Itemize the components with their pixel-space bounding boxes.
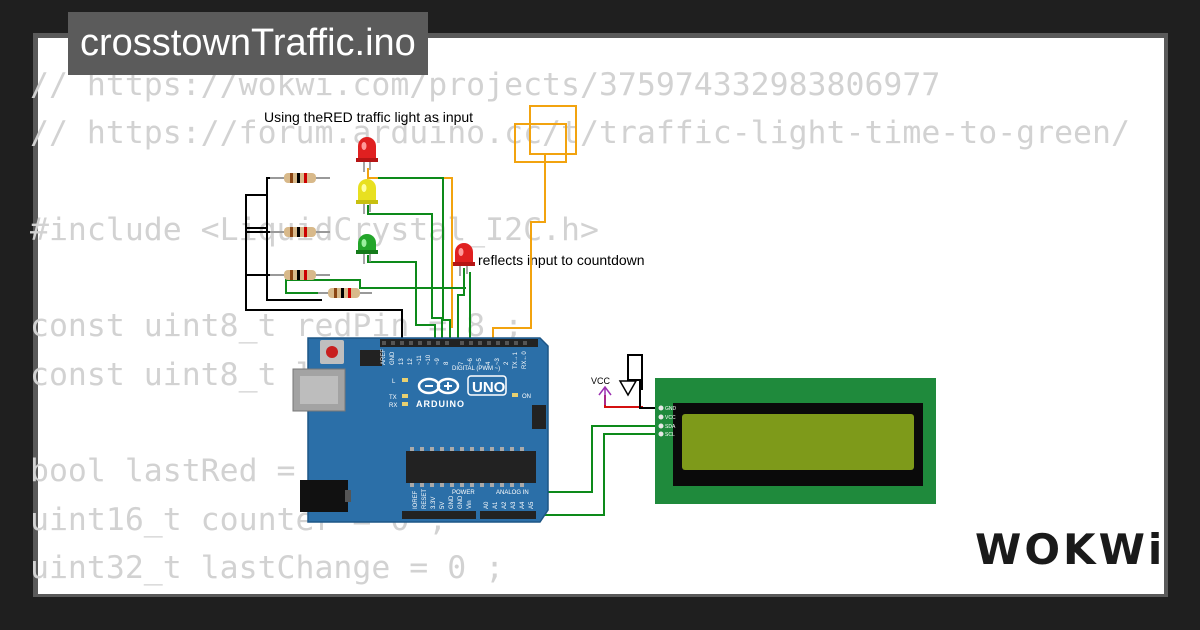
pin-label: A0 bbox=[484, 501, 490, 509]
digital-label: DIGITAL (PWM ~) bbox=[452, 366, 500, 372]
input-wires bbox=[367, 105, 577, 343]
pin-label: RESET bbox=[422, 489, 428, 509]
board-model: UNO bbox=[472, 379, 506, 396]
arduino-logo-icon bbox=[417, 377, 460, 395]
led-label: L bbox=[392, 379, 396, 385]
led-red-output[interactable] bbox=[453, 243, 475, 276]
pin-label: SDA bbox=[665, 424, 676, 430]
microcontroller-chip bbox=[406, 451, 536, 483]
code-line: const uint8_t redPin = 8 ; bbox=[30, 308, 524, 345]
led-yellow[interactable] bbox=[356, 179, 378, 214]
pin-label: 7 bbox=[459, 361, 465, 365]
page-title: crosstownTraffic.ino bbox=[68, 12, 428, 75]
pin-label: GND bbox=[458, 495, 464, 509]
vcc-symbol: VCC bbox=[591, 376, 612, 405]
resistor[interactable] bbox=[270, 173, 330, 183]
pin-label: A3 bbox=[511, 501, 517, 509]
ground-wires bbox=[245, 177, 403, 338]
code-line: uint32_t lastChange = 0 ; bbox=[30, 549, 505, 586]
resistor[interactable] bbox=[318, 288, 372, 298]
power-header bbox=[402, 511, 476, 519]
analog-pin-labels: A0 A1 A2 A3 A4 A5 bbox=[484, 501, 535, 509]
pin-label: 8 bbox=[444, 361, 450, 365]
pin-label: A1 bbox=[493, 501, 499, 509]
led-wires bbox=[285, 177, 471, 342]
pin-label: 12 bbox=[408, 358, 414, 365]
wokwi-logo: WOKWi bbox=[975, 525, 1166, 574]
pin-label: 5V bbox=[440, 502, 446, 509]
lcd-screen bbox=[682, 414, 914, 470]
pin-label: IOREF bbox=[413, 490, 419, 509]
analog-label: ANALOG IN bbox=[496, 490, 529, 496]
pin-label: 3.3V bbox=[431, 497, 437, 509]
led-label: RX bbox=[389, 403, 397, 409]
arduino-uno-board[interactable]: AREF GND 13 12 ~11 ~10 ~9 8 7 ~6 ~5 4 ~3… bbox=[292, 337, 549, 523]
output-annotation: reflects input to countdown bbox=[478, 252, 645, 268]
board-brand: ARDUINO bbox=[416, 399, 465, 409]
pin-label: ~3 bbox=[495, 357, 501, 365]
input-annotation: Using theRED traffic light as input bbox=[264, 109, 473, 125]
pin-label: ~5 bbox=[477, 357, 483, 365]
lcd-pin-labels: GND VCC SDA SCL bbox=[665, 406, 677, 438]
pin-label: 2 bbox=[504, 361, 510, 365]
pin-label: A5 bbox=[529, 501, 535, 509]
on-label: ON bbox=[522, 394, 531, 400]
power-pin-labels: IOREF RESET 3.3V 5V GND GND Vin bbox=[413, 489, 473, 509]
power-label: POWER bbox=[452, 490, 475, 496]
pin-label: ~11 bbox=[417, 355, 423, 365]
pin-label: ~6 bbox=[468, 357, 474, 365]
pin-label: ~9 bbox=[435, 357, 441, 365]
power-jack bbox=[300, 480, 348, 512]
pin-label: 13 bbox=[399, 358, 405, 365]
pin-label: GND bbox=[390, 351, 396, 365]
pin-label: A2 bbox=[502, 501, 508, 509]
pin-label: ~10 bbox=[426, 354, 432, 365]
pin-label: A4 bbox=[520, 501, 526, 509]
pin-label: Vin bbox=[467, 500, 473, 509]
led-label: TX bbox=[389, 395, 397, 401]
lcd1602-display[interactable]: GND VCC SDA SCL bbox=[655, 378, 936, 504]
led-green[interactable] bbox=[356, 234, 378, 264]
pin-label: 4 bbox=[486, 361, 492, 365]
pin-label: RX←0 bbox=[522, 351, 528, 369]
vcc-label: VCC bbox=[591, 376, 611, 386]
analog-header bbox=[480, 511, 536, 519]
resistors bbox=[270, 173, 372, 298]
preview-card bbox=[38, 38, 1164, 594]
resistor[interactable] bbox=[270, 270, 330, 280]
pin-label: VCC bbox=[665, 415, 676, 421]
digital-pin-labels: AREF GND 13 12 ~11 ~10 ~9 8 7 ~6 ~5 4 ~3… bbox=[381, 349, 528, 369]
pin-label: SCL bbox=[665, 432, 675, 438]
resistor[interactable] bbox=[270, 227, 330, 237]
pin-label: TX→1 bbox=[513, 351, 519, 369]
pin-label: GND bbox=[449, 495, 455, 509]
code-line: // https://forum.arduino.cc/t/traffic-li… bbox=[30, 115, 1130, 152]
digital-header bbox=[380, 339, 538, 347]
led-red[interactable] bbox=[356, 137, 378, 172]
pin-label: GND bbox=[665, 406, 677, 412]
ground-symbol bbox=[618, 380, 638, 397]
pin-label: AREF bbox=[381, 349, 387, 365]
